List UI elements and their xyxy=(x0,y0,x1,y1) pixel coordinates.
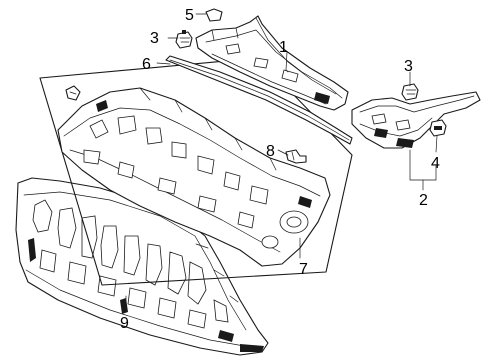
seal-strip-part-6[interactable] xyxy=(165,55,353,145)
callout-2: 2 xyxy=(419,192,428,209)
callout-9: 9 xyxy=(120,315,129,332)
clip-icon xyxy=(65,85,81,101)
cap-part-5[interactable] xyxy=(205,8,223,22)
fastener-part-4[interactable] xyxy=(429,119,447,137)
callout-7: 7 xyxy=(299,261,308,278)
callout-4: 4 xyxy=(431,155,440,172)
cowl-panel-part-7[interactable] xyxy=(57,87,331,267)
cowl-top-part-1[interactable] xyxy=(195,15,349,111)
callout-6: 6 xyxy=(142,56,151,73)
dash-panel-part-9[interactable] xyxy=(15,177,269,356)
callout-labels: 1 2 3 3 4 5 6 7 8 9 xyxy=(120,7,440,332)
callout-1: 1 xyxy=(279,39,288,56)
callout-5: 5 xyxy=(185,7,194,24)
cowl-bracket-part-2[interactable] xyxy=(351,91,481,149)
clip-part-8[interactable] xyxy=(285,149,307,164)
leader-lines xyxy=(125,13,438,313)
grommet-part-3-right[interactable] xyxy=(401,83,419,101)
grommet-part-3-left[interactable] xyxy=(175,30,193,49)
callout-3-right: 3 xyxy=(404,58,413,75)
callout-3-left: 3 xyxy=(150,30,159,47)
callout-8: 8 xyxy=(266,143,275,160)
